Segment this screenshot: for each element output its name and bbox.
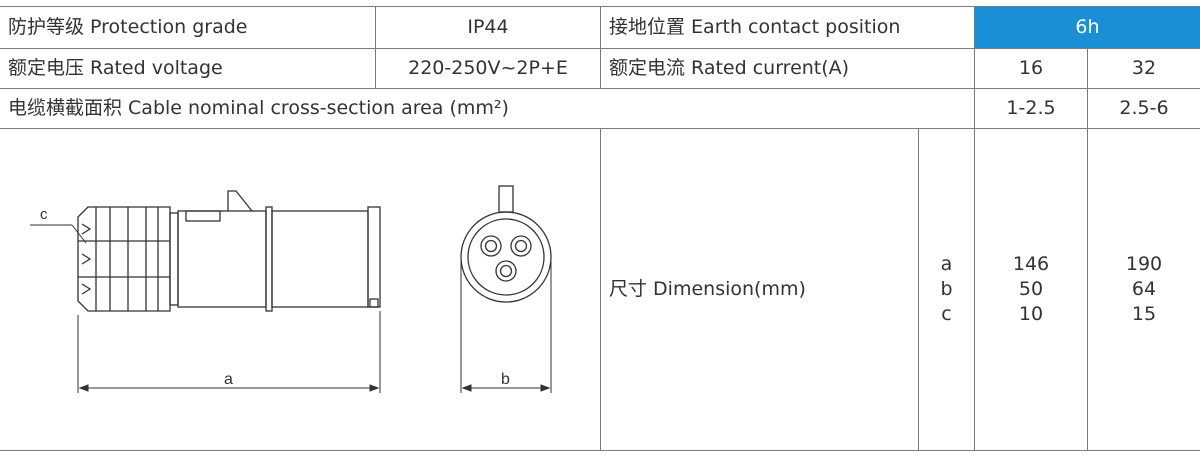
rated-current-16: 16 xyxy=(1018,57,1044,79)
earth-contact-value: 6h xyxy=(975,7,1200,48)
col-divider-3 xyxy=(974,6,975,450)
earth-contact-label: 接地位置 Earth contact position xyxy=(609,16,901,38)
drawing-label-b: b xyxy=(501,371,510,388)
col-divider-dim xyxy=(600,128,601,450)
dimension-b-marker xyxy=(460,257,552,393)
protection-grade-label: 防护等级 Protection grade xyxy=(8,16,248,38)
dimension-a-32: 190 xyxy=(1125,253,1163,276)
dimension-c-16: 10 xyxy=(1018,302,1044,325)
dimension-b-16: 50 xyxy=(1018,278,1044,301)
drawing-label-c: c xyxy=(40,206,48,223)
col-divider-4 xyxy=(1087,48,1088,450)
rated-voltage-value: 220-250V~2P+E xyxy=(408,57,568,79)
dimension-c-32: 15 xyxy=(1131,302,1157,325)
col-divider-letters xyxy=(918,128,919,450)
dimension-letter-b: b xyxy=(940,278,953,301)
label-c-pointer xyxy=(71,224,87,244)
col-divider-1 xyxy=(375,6,376,88)
dimension-values-32: 190 64 15 xyxy=(1088,129,1200,450)
cable-area-label: 电缆横截面积 Cable nominal cross-section area … xyxy=(8,97,509,119)
col-divider-2 xyxy=(600,6,601,88)
row2-divider xyxy=(0,88,1200,89)
dimension-b-32: 64 xyxy=(1131,278,1157,301)
cable-area-32: 2.5-6 xyxy=(1119,97,1169,119)
dimension-letter-a: a xyxy=(940,253,953,276)
rated-current-32: 32 xyxy=(1131,57,1157,79)
plug-front-view xyxy=(460,185,552,303)
plug-drawing: c a b xyxy=(30,185,552,393)
protection-grade-value: IP44 xyxy=(467,16,509,38)
rated-current-label: 额定电流 Rated current(A) xyxy=(609,57,850,79)
dimension-letters: a b c xyxy=(919,129,974,450)
dimension-a-marker xyxy=(77,311,381,393)
rated-voltage-label: 额定电压 Rated voltage xyxy=(8,57,223,79)
dimension-label: 尺寸 Dimension(mm) xyxy=(609,278,806,300)
cable-area-16: 1-2.5 xyxy=(1006,97,1056,119)
table-bottom-border xyxy=(0,450,1200,451)
drawing-label-a: a xyxy=(224,371,233,388)
dimension-letter-c: c xyxy=(941,302,952,325)
plug-side-view xyxy=(77,190,381,312)
dimension-values-16: 146 50 10 xyxy=(975,129,1087,450)
dimension-a-16: 146 xyxy=(1012,253,1050,276)
